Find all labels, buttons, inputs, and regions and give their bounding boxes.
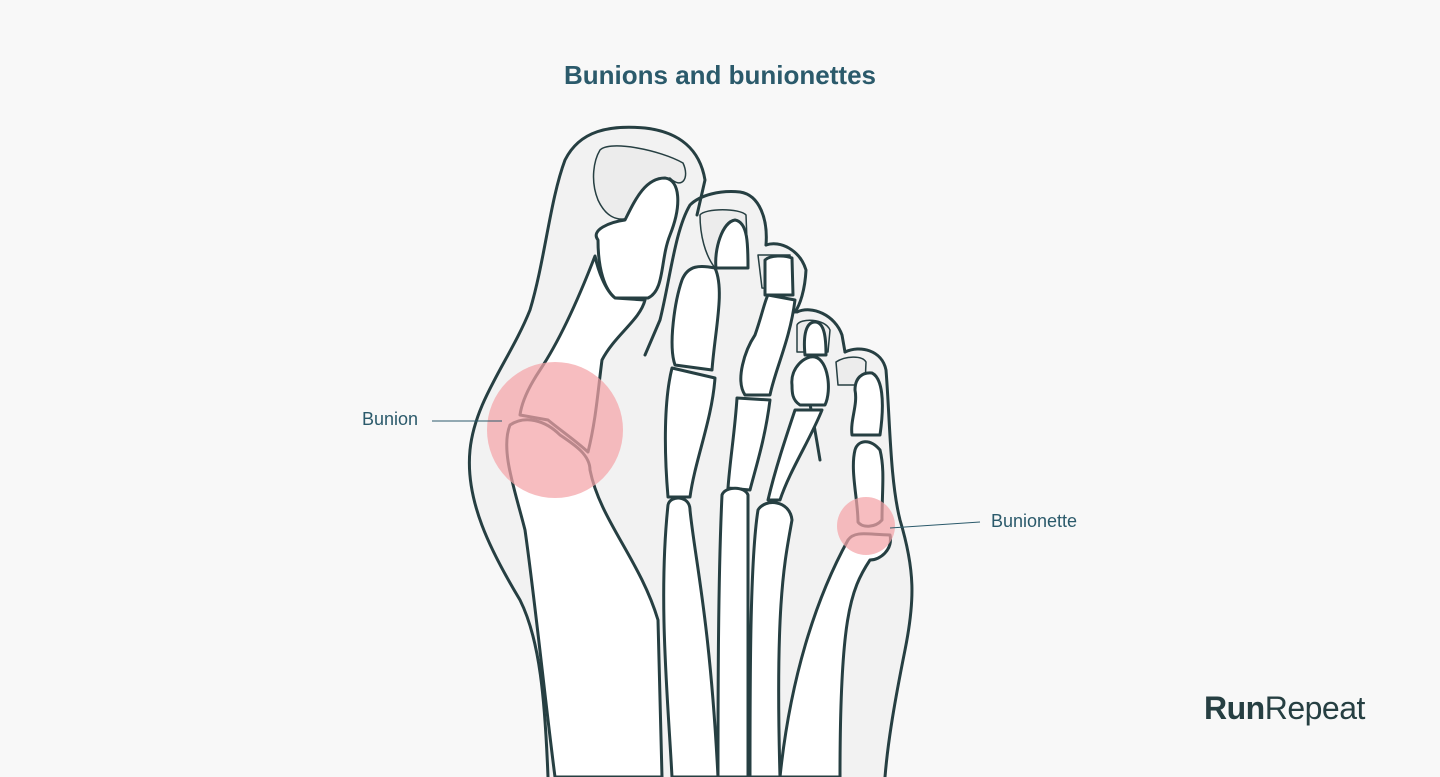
bunion-label: Bunion — [362, 409, 419, 429]
diagram-title: Bunions and bunionettes — [564, 60, 876, 90]
logo-bold-text: Run — [1204, 690, 1265, 726]
bunion-highlight — [487, 362, 623, 498]
bunionette-highlight — [837, 497, 895, 555]
fifth-toe-outline — [843, 347, 914, 777]
bones — [505, 176, 892, 777]
third-toe-outline — [764, 242, 808, 314]
foot-outline — [467, 125, 707, 777]
logo-regular-text: Repeat — [1264, 690, 1366, 726]
runrepeat-logo: RunRepeat — [1204, 690, 1365, 727]
second-toe-outline — [643, 190, 768, 357]
fourth-toe-outline — [795, 308, 847, 354]
bunionette-label: Bunionette — [991, 511, 1078, 531]
bunionette-leader-line — [889, 521, 981, 529]
